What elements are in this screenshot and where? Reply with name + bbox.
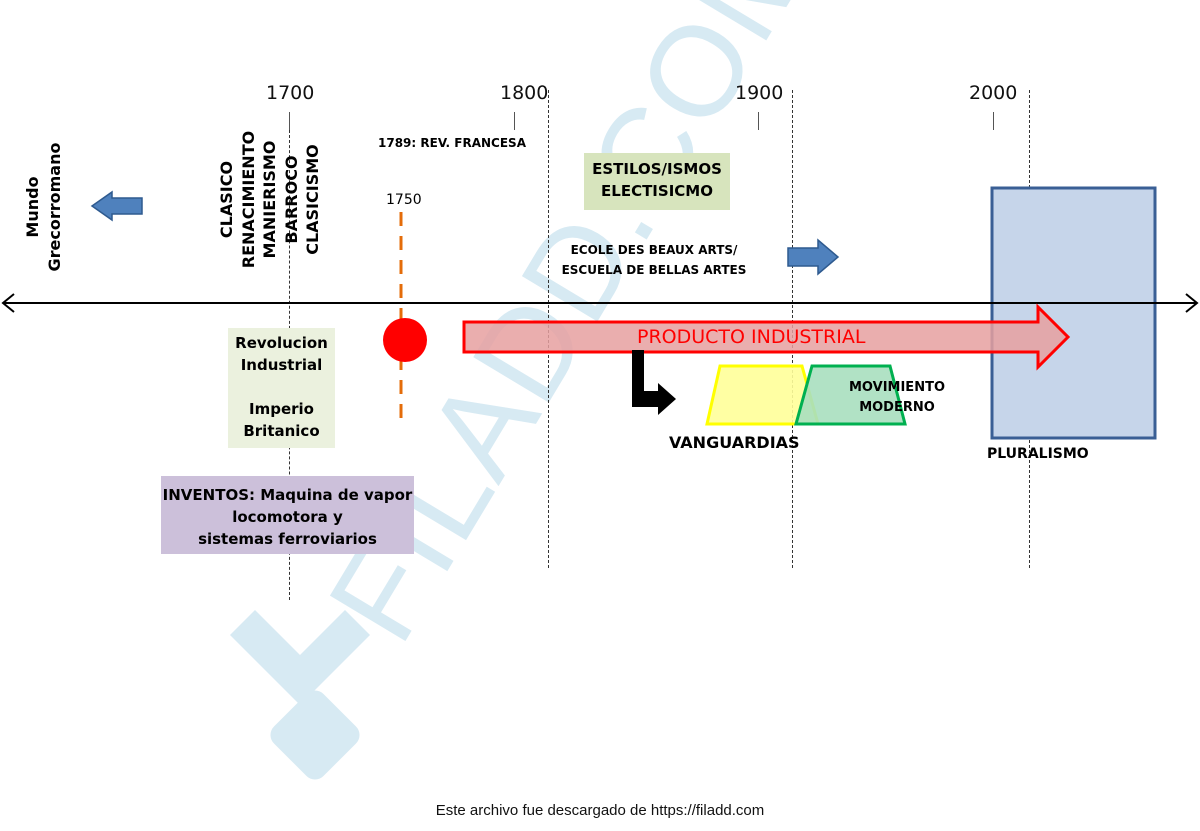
ecole-line: ECOLE DES BEAUX ARTS/ [570,243,738,257]
year-tick-1900 [758,112,759,130]
inventos-box: INVENTOS: Maquina de vapor locomotora y … [161,476,414,554]
year-tick-2000 [993,112,994,130]
producto-industrial-label: PRODUCTO INDUSTRIAL [637,326,866,348]
year-tick-1800 [514,112,515,130]
year-1750-label: 1750 [386,192,422,208]
pluralismo-label: PLURALISMO [987,446,1089,462]
vanguardias-label: VANGUARDIAS [669,433,800,452]
producto-industrial-arrow [462,303,1071,371]
pluralismo-box [990,186,1157,440]
year-tick-1700 [289,112,290,130]
left-blue-arrow [90,190,143,222]
vanguardias-bent-arrow [632,350,676,415]
inventos-line: INVENTOS: Maquina de vapor [162,486,413,504]
footer-text: Este archivo fue descargado de https://f… [435,802,765,819]
estilos-box: ESTILOS/ISMOS ELECTISICMO [584,153,730,210]
electisicmo-line: ELECTISICMO [601,182,713,200]
red-dot [383,318,427,362]
movimiento-moderno-label: MOVIMIENTO MODERNO [834,378,960,418]
year-label-2000: 2000 [969,82,1018,104]
ferroviarios-line: sistemas ferroviarios [198,530,377,548]
year-label-1700: 1700 [266,82,315,104]
right-blue-arrow [787,238,840,276]
timeline-left-arrowhead [1,293,15,313]
britanico-line: Britanico [243,422,320,440]
estilos-line: ESTILOS/ISMOS [592,160,722,178]
movimiento-line: MOVIMIENTO [849,380,945,395]
escuela-line: ESCUELA DE BELLAS ARTES [561,263,747,277]
industrial-line: Industrial [240,356,323,374]
year-label-1800: 1800 [500,82,549,104]
moderno-line: MODERNO [859,400,935,415]
locomotora-line: locomotora y [232,508,343,526]
year-label-1900: 1900 [735,82,784,104]
timeline-right-arrowhead [1185,293,1199,313]
filadd-logo-icon [230,610,370,780]
movimiento-moderno-trapezoid [794,364,907,426]
revolucion-line: Revolucion [235,334,328,352]
revolucion-industrial-box: Revolucion Industrial Imperio Britanico [228,328,335,448]
ecole-label: ECOLE DES BEAUX ARTS/ ESCUELA DE BELLAS … [556,240,752,280]
rev-francesa-label: 1789: REV. FRANCESA [378,136,526,150]
imperio-line: Imperio [249,400,314,418]
